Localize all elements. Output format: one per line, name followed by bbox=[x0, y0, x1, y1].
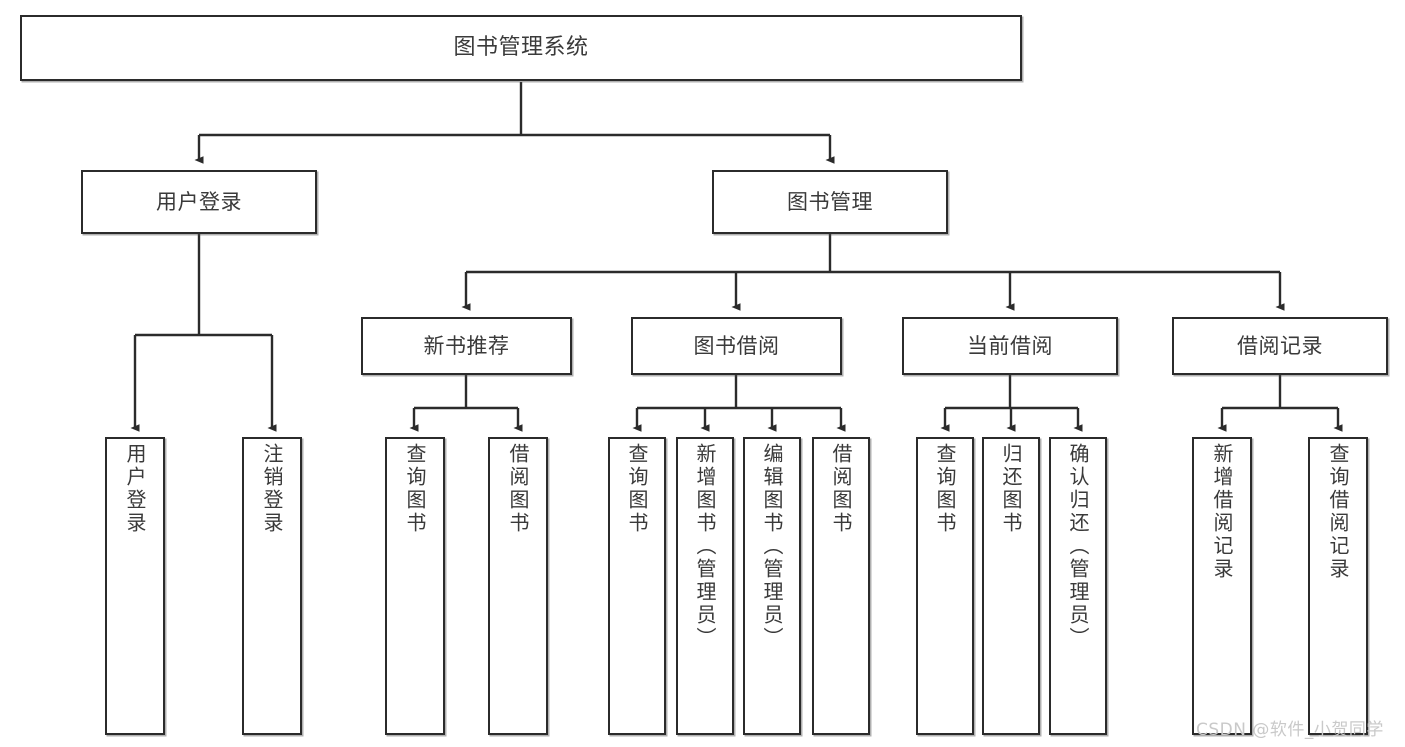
node-label: 编辑图书（管理员） bbox=[760, 443, 784, 650]
node-label: 确认归还（管理员） bbox=[1066, 443, 1090, 650]
node-borrow-record[interactable]: 借阅记录 bbox=[1172, 317, 1388, 375]
node-label: 借阅图书 bbox=[829, 443, 853, 535]
node-new-book-recommend[interactable]: 新书推荐 bbox=[361, 317, 572, 375]
leaf-confirm-return[interactable]: 确认归还（管理员） bbox=[1049, 437, 1107, 735]
node-current-borrow[interactable]: 当前借阅 bbox=[902, 317, 1118, 375]
leaf-query-borrow-record[interactable]: 查询借阅记录 bbox=[1308, 437, 1368, 735]
leaf-query-book-recommend[interactable]: 查询图书 bbox=[385, 437, 445, 735]
leaf-borrow-book-recommend[interactable]: 借阅图书 bbox=[488, 437, 548, 735]
node-label: 查询图书 bbox=[933, 443, 957, 535]
node-label: 查询图书 bbox=[403, 443, 427, 535]
node-label: 图书管理系统 bbox=[453, 35, 589, 61]
leaf-add-book[interactable]: 新增图书（管理员） bbox=[676, 437, 734, 735]
leaf-add-borrow-record[interactable]: 新增借阅记录 bbox=[1192, 437, 1252, 735]
node-label: 用户登录 bbox=[156, 189, 242, 214]
node-label: 注销登录 bbox=[260, 443, 284, 535]
csdn-watermark: CSDN @软件_小贺同学 bbox=[1196, 720, 1384, 740]
node-book-borrow[interactable]: 图书借阅 bbox=[631, 317, 842, 375]
node-label: 当前借阅 bbox=[967, 333, 1053, 358]
node-label: 新增图书（管理员） bbox=[693, 443, 717, 650]
node-label: 查询图书 bbox=[625, 443, 649, 535]
node-label: 图书管理 bbox=[787, 189, 873, 214]
node-label: 借阅记录 bbox=[1237, 333, 1323, 358]
node-label: 图书借阅 bbox=[693, 333, 780, 358]
leaf-query-book-current[interactable]: 查询图书 bbox=[916, 437, 974, 735]
node-book-manage[interactable]: 图书管理 bbox=[712, 170, 948, 234]
node-label: 归还图书 bbox=[999, 443, 1023, 535]
leaf-return-book[interactable]: 归还图书 bbox=[982, 437, 1040, 735]
node-label: 借阅图书 bbox=[506, 443, 530, 535]
leaf-query-book-borrow[interactable]: 查询图书 bbox=[608, 437, 666, 735]
leaf-logout-login[interactable]: 注销登录 bbox=[242, 437, 302, 735]
node-root-system[interactable]: 图书管理系统 bbox=[20, 15, 1022, 81]
node-label: 新增借阅记录 bbox=[1210, 443, 1234, 581]
node-label: 用户登录 bbox=[123, 443, 147, 535]
leaf-edit-book[interactable]: 编辑图书（管理员） bbox=[743, 437, 801, 735]
node-label: 新书推荐 bbox=[423, 333, 510, 358]
leaf-borrow-book-borrow[interactable]: 借阅图书 bbox=[812, 437, 870, 735]
node-user-login[interactable]: 用户登录 bbox=[81, 170, 317, 234]
node-label: 查询借阅记录 bbox=[1326, 443, 1350, 581]
leaf-user-login[interactable]: 用户登录 bbox=[105, 437, 165, 735]
